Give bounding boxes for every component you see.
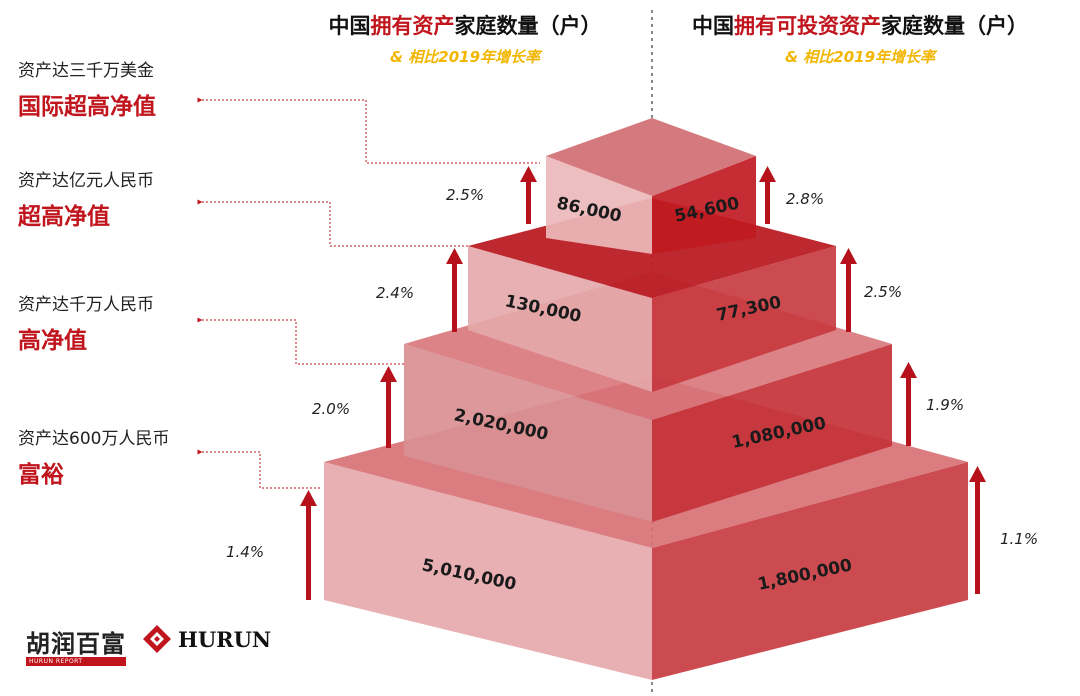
growth-rate-right-level-3: 1.9%: [926, 396, 965, 414]
tier-desc: 资产达千万人民币: [18, 295, 154, 315]
tier-label-affluent: 资产达600万人民币 富裕: [18, 424, 169, 489]
up-arrow-icon: [759, 166, 776, 224]
growth-rate-left-level-3: 2.0%: [312, 400, 351, 418]
level-front-right-face: [652, 462, 968, 680]
level-top-face: [546, 118, 756, 196]
growth-rate-right-level-1: 2.8%: [786, 190, 825, 208]
pyramid-level-international-uhnw: [546, 118, 756, 254]
up-arrow-icon: [380, 366, 397, 448]
tier-label-uhnw: 资产达亿元人民币 超高净值: [18, 166, 154, 231]
up-arrow-icon: [520, 166, 537, 224]
left-header: 中国拥有资产家庭数量（户） & 相比2019年增长率: [300, 10, 630, 67]
left-header-subtitle: & 相比2019年增长率: [389, 48, 541, 66]
level-front-left-face: [546, 156, 652, 254]
level-front-left-face: [404, 344, 652, 522]
tier-desc: 资产达亿元人民币: [18, 171, 154, 191]
connector-tier-2: [197, 199, 468, 247]
level-front-right-face: [652, 344, 892, 522]
tier-label-international-uhnw: 资产达三千万美金 国际超高净值: [18, 56, 156, 121]
tier-name: 超高净值: [18, 204, 110, 230]
up-arrow-icon: [840, 248, 857, 332]
tier-label-hnw: 资产达千万人民币 高净值: [18, 290, 154, 355]
up-arrow-icon: [969, 466, 986, 594]
tier-name: 富裕: [18, 462, 64, 488]
right-header-title: 中国拥有可投资资产家庭数量（户）: [692, 14, 1028, 38]
right-header: 中国拥有可投资资产家庭数量（户） & 相比2019年增长率: [660, 10, 1060, 67]
growth-rate-left-level-2: 2.4%: [376, 284, 415, 302]
up-arrow-icon: [900, 362, 917, 446]
connector-tier-1: [197, 97, 540, 164]
level-front-right-face: [652, 156, 756, 254]
growth-rate-left-level-4: 1.4%: [226, 543, 265, 561]
up-arrow-icon: [300, 490, 317, 600]
up-arrow-icon: [446, 248, 463, 332]
hurun-cn-logo: 胡润百富 HURUN REPORT: [26, 629, 126, 666]
tier-desc: 资产达600万人民币: [18, 429, 170, 449]
hurun-mark-icon: [143, 625, 171, 653]
hurun-en-logo: HURUN: [142, 624, 271, 654]
growth-rate-left-level-1: 2.5%: [446, 186, 485, 204]
growth-arrows: [300, 166, 986, 600]
level-front-left-face: [468, 246, 652, 392]
level-front-right-face: [652, 246, 836, 392]
connector-tier-4: [197, 449, 320, 489]
level-front-left-face: [324, 462, 652, 680]
tier-name: 高净值: [18, 328, 87, 354]
right-header-subtitle: & 相比2019年增长率: [784, 48, 936, 66]
tier-name: 国际超高净值: [18, 94, 156, 120]
growth-rate-right-level-4: 1.1%: [1000, 530, 1039, 548]
growth-rate-right-level-2: 2.5%: [864, 283, 903, 301]
connector-tier-3: [197, 317, 404, 365]
left-header-title: 中国拥有资产家庭数量（户）: [328, 14, 602, 38]
tier-desc: 资产达三千万美金: [18, 61, 154, 81]
